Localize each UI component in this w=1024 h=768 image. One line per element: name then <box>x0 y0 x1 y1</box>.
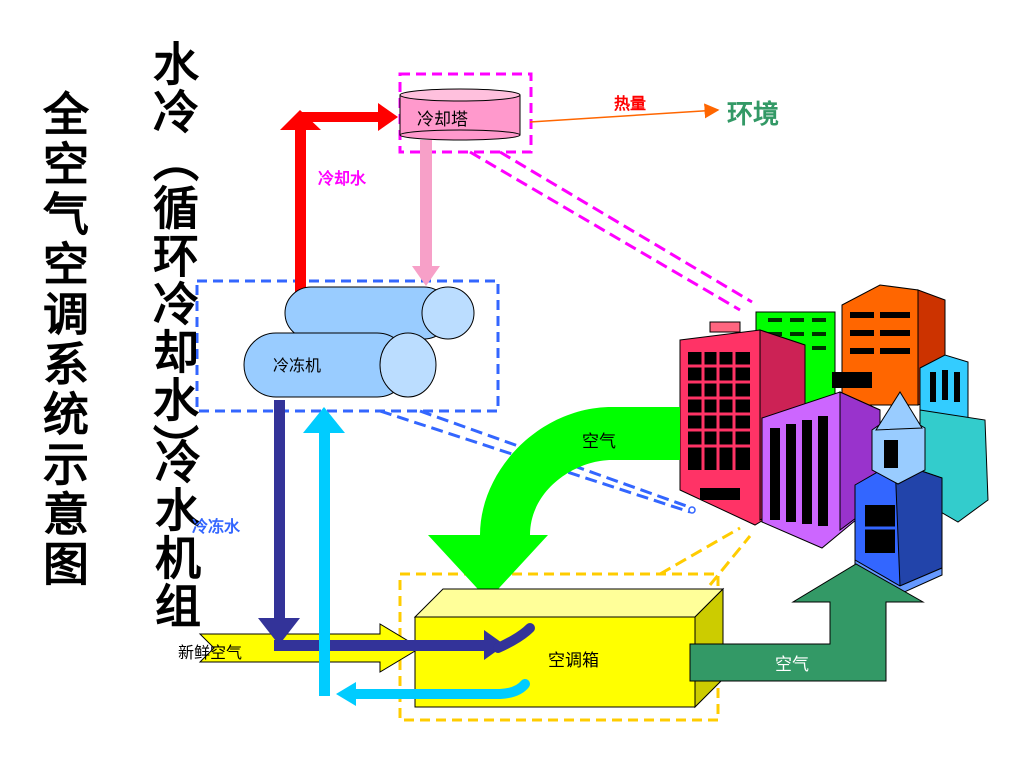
chiller-label: 冷冻机 <box>273 356 322 375</box>
heat-label: 热量 <box>614 94 647 113</box>
cooling-water-return-arrow <box>412 140 440 286</box>
supply-air-arrow <box>689 563 925 682</box>
chilled-water-label: 冷冻水 <box>192 517 241 536</box>
supply-air-label: 空气 <box>775 655 809 675</box>
buildings-illustration <box>679 284 989 595</box>
chilled-water-supply-arrow <box>258 400 535 660</box>
chiller <box>243 286 475 398</box>
fresh-air-label: 新鲜空气 <box>178 643 243 662</box>
cooling-tower <box>399 88 521 141</box>
side-title-chiller-unit: 冷水机组 <box>148 438 202 630</box>
cooling-water-supply-arrow <box>280 103 398 300</box>
chilled-water-return-arrow <box>303 407 530 706</box>
cooling-tower-label: 冷却塔 <box>417 110 468 130</box>
cooling-tower-boundary <box>398 72 533 154</box>
cooling-water-label: 冷却水 <box>318 169 367 188</box>
heat-flow-arrow <box>529 103 720 123</box>
side-title-water-cooled: 水冷（循环冷却水） <box>146 40 200 472</box>
environment-label: 环境 <box>727 100 780 130</box>
air-handler-label: 空调箱 <box>548 651 599 671</box>
return-air-label: 空气 <box>582 432 616 452</box>
return-air-arrow <box>428 407 680 600</box>
main-title: 全空气空调系统示意图 <box>36 90 90 590</box>
chiller-boundary <box>195 279 500 413</box>
